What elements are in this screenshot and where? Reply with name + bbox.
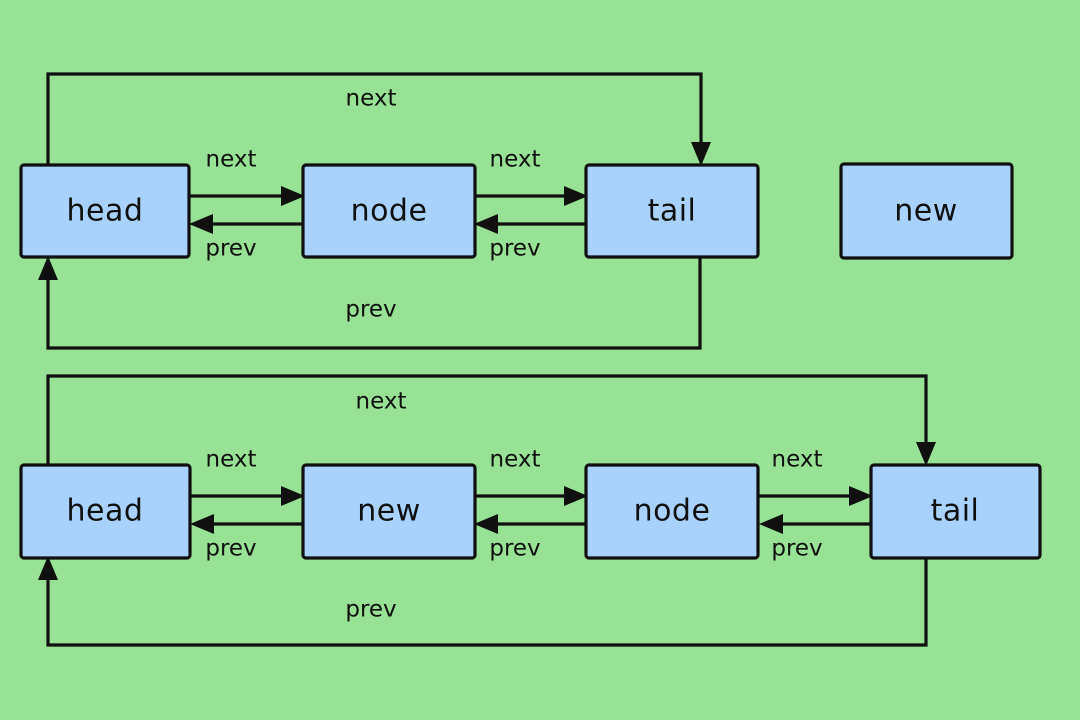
node-box-bot-tail-rect[interactable] — [869, 463, 1042, 560]
node-box-bot-new-rect[interactable] — [301, 463, 477, 560]
edge-label-bot-pair2-next: next — [490, 447, 541, 473]
edge-label-top-loop-next: next — [346, 86, 397, 112]
node-box-top-node-rect[interactable] — [301, 163, 477, 259]
arrowhead-left-icon — [189, 214, 213, 234]
edge-label-top-pair2-prev: prev — [489, 236, 540, 262]
edge-bot-loop-next-path — [46, 374, 928, 465]
arrowhead-down-icon — [691, 142, 711, 166]
edge-top-head-node: next prev — [189, 147, 305, 262]
node-box-top-tail[interactable]: tail — [584, 163, 760, 259]
edge-label-top-pair1-next: next — [206, 147, 257, 173]
edge-bot-new-node: next prev — [474, 447, 588, 562]
edge-label-bot-pair3-next: next — [772, 447, 823, 473]
node-box-top-node[interactable]: node — [301, 163, 477, 259]
edge-label-top-pair2-next: next — [490, 147, 541, 173]
edge-bot-loop-prev-path — [46, 558, 928, 647]
arrowhead-up-icon — [38, 556, 58, 580]
arrowhead-right-icon — [564, 486, 588, 506]
edge-bot-loop-next: next — [46, 374, 936, 466]
node-box-bot-node-rect[interactable] — [584, 463, 760, 560]
arrowhead-right-icon — [564, 186, 588, 206]
node-box-top-tail-label: tail — [648, 194, 697, 229]
node-box-bot-new-label: new — [357, 494, 421, 529]
edge-top-loop-next: next — [46, 72, 711, 166]
edge-label-bot-loop-prev: prev — [345, 597, 396, 623]
node-box-bot-head-label: head — [67, 494, 144, 529]
arrowhead-down-icon — [916, 442, 936, 466]
arrowhead-right-icon — [849, 486, 873, 506]
node-box-top-new-rect[interactable] — [839, 162, 1014, 260]
edge-top-node-tail: next prev — [474, 147, 588, 262]
node-box-bot-head-rect[interactable] — [19, 463, 192, 560]
edge-bot-head-new: next prev — [190, 447, 305, 562]
edge-label-top-loop-prev: prev — [345, 297, 396, 323]
edge-top-loop-prev: prev — [38, 256, 702, 350]
node-box-top-new[interactable]: new — [839, 162, 1014, 260]
edge-top-loop-prev-path — [46, 257, 702, 350]
arrowhead-left-icon — [474, 214, 498, 234]
arrowhead-left-icon — [190, 514, 214, 534]
arrowhead-up-icon — [38, 256, 58, 280]
node-box-top-tail-rect[interactable] — [584, 163, 760, 259]
node-box-top-head-label: head — [67, 194, 144, 229]
node-box-bot-new[interactable]: new — [301, 463, 477, 560]
arrowhead-right-icon — [281, 486, 305, 506]
edge-label-bot-pair1-next: next — [206, 447, 257, 473]
edge-bot-loop-prev: prev — [38, 556, 928, 647]
edge-label-bot-loop-next: next — [356, 389, 407, 415]
node-box-top-new-label: new — [894, 194, 958, 229]
node-box-top-node-label: node — [351, 194, 428, 229]
node-box-bot-node-label: node — [634, 494, 711, 529]
edge-label-top-pair1-prev: prev — [205, 236, 256, 262]
row-before: next prev next prev next — [19, 72, 1014, 350]
node-box-top-head-rect[interactable] — [19, 163, 191, 259]
arrowhead-left-icon — [759, 514, 783, 534]
arrowhead-right-icon — [281, 186, 305, 206]
node-box-bot-tail-label: tail — [931, 494, 980, 529]
edge-top-loop-next-path — [46, 72, 703, 165]
row-after: next prev next prev next — [19, 374, 1042, 647]
node-box-bot-node[interactable]: node — [584, 463, 760, 560]
edge-label-bot-pair3-prev: prev — [771, 536, 822, 562]
arrowhead-left-icon — [474, 514, 498, 534]
edge-bot-node-tail: next prev — [758, 447, 873, 562]
node-box-bot-tail[interactable]: tail — [869, 463, 1042, 560]
node-box-top-head[interactable]: head — [19, 163, 191, 259]
edge-label-bot-pair2-prev: prev — [489, 536, 540, 562]
edge-label-bot-pair1-prev: prev — [205, 536, 256, 562]
node-box-bot-head[interactable]: head — [19, 463, 192, 560]
